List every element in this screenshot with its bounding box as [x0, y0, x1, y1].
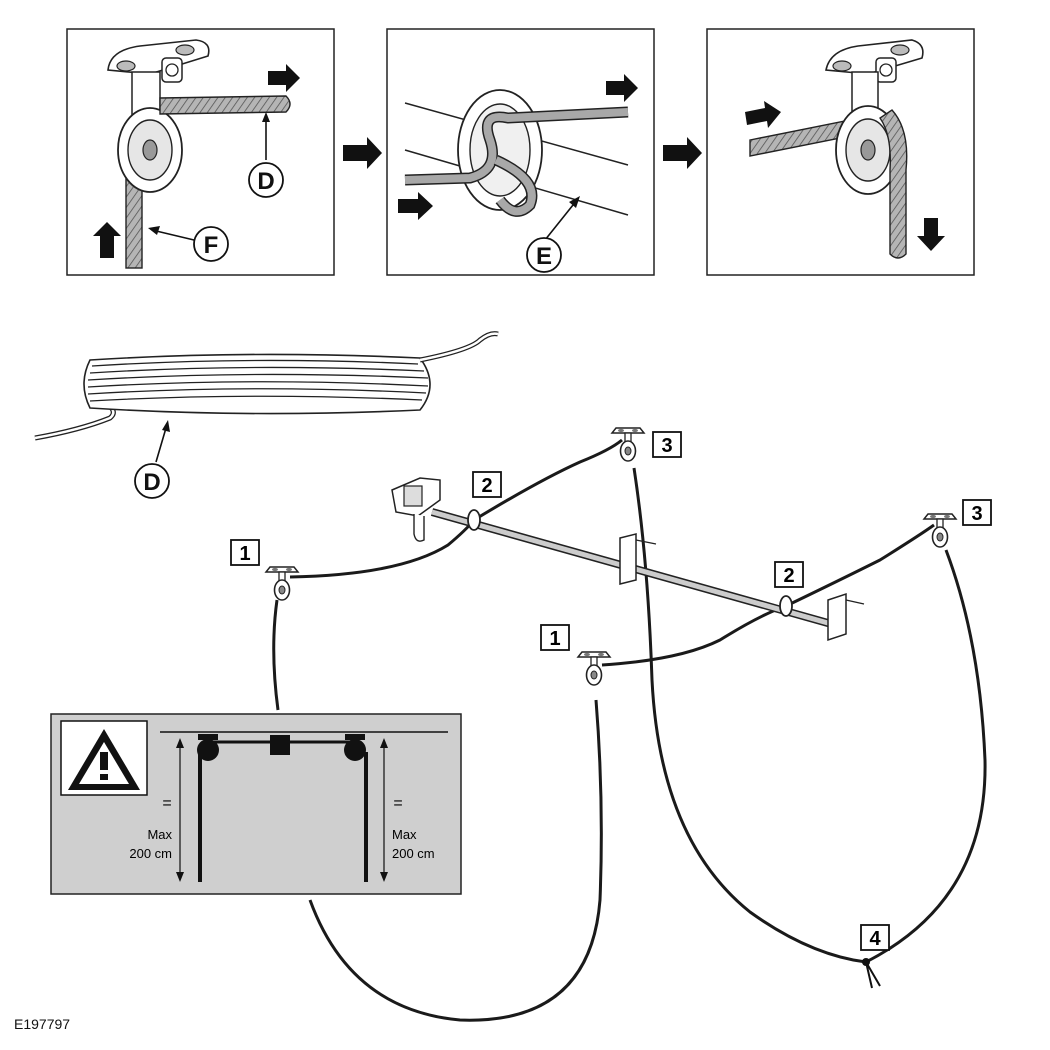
pulley-icon [265, 566, 299, 601]
step-panel-3 [706, 28, 975, 276]
max-value-left: 200 cm [129, 846, 172, 861]
step-panel-1: D F [66, 28, 335, 276]
down-arrow-icon [917, 218, 945, 251]
label-2-left: 2 [481, 475, 492, 497]
right-arrow-icon [745, 101, 781, 128]
step-arrow-icon [343, 137, 382, 169]
max-label-right: Max [392, 827, 417, 842]
warning-triangle-icon [60, 720, 148, 796]
label-3-right: 3 [971, 503, 982, 525]
right-arrow-icon [268, 64, 300, 92]
label-3-left: 3 [661, 435, 672, 457]
rope-knot [862, 958, 881, 989]
max-value-right: 200 cm [392, 846, 435, 861]
callout-e-panel-2: E [536, 243, 552, 270]
reference-code: E197797 [14, 1016, 71, 1032]
warning-box: = = Max 200 cm Max 200 cm [50, 713, 462, 895]
callout-d-coil: D [143, 469, 160, 496]
step-panel-2: E [386, 28, 655, 276]
right-arrow-icon [398, 192, 433, 220]
label-4: 4 [869, 928, 881, 950]
pulley-icon [923, 513, 957, 548]
callout-f-panel-1: F [204, 232, 219, 259]
number-labels: 1 1 2 2 3 3 4 [230, 431, 992, 951]
right-arrow-icon [606, 74, 638, 102]
rope-coil: D [34, 331, 499, 499]
roller-rail [391, 477, 865, 642]
label-1-left: 1 [239, 543, 250, 565]
pulley-icon [577, 651, 611, 686]
equal-sign-right: = [393, 795, 402, 812]
step-arrow-icon [663, 137, 702, 169]
label-2-right: 2 [783, 565, 794, 587]
rope-paths [272, 438, 987, 1022]
callout-d-panel-1: D [257, 168, 274, 195]
max-label-left: Max [147, 827, 172, 842]
equal-sign-left: = [162, 795, 171, 812]
up-arrow-icon [93, 222, 121, 258]
label-1-right: 1 [549, 628, 560, 650]
